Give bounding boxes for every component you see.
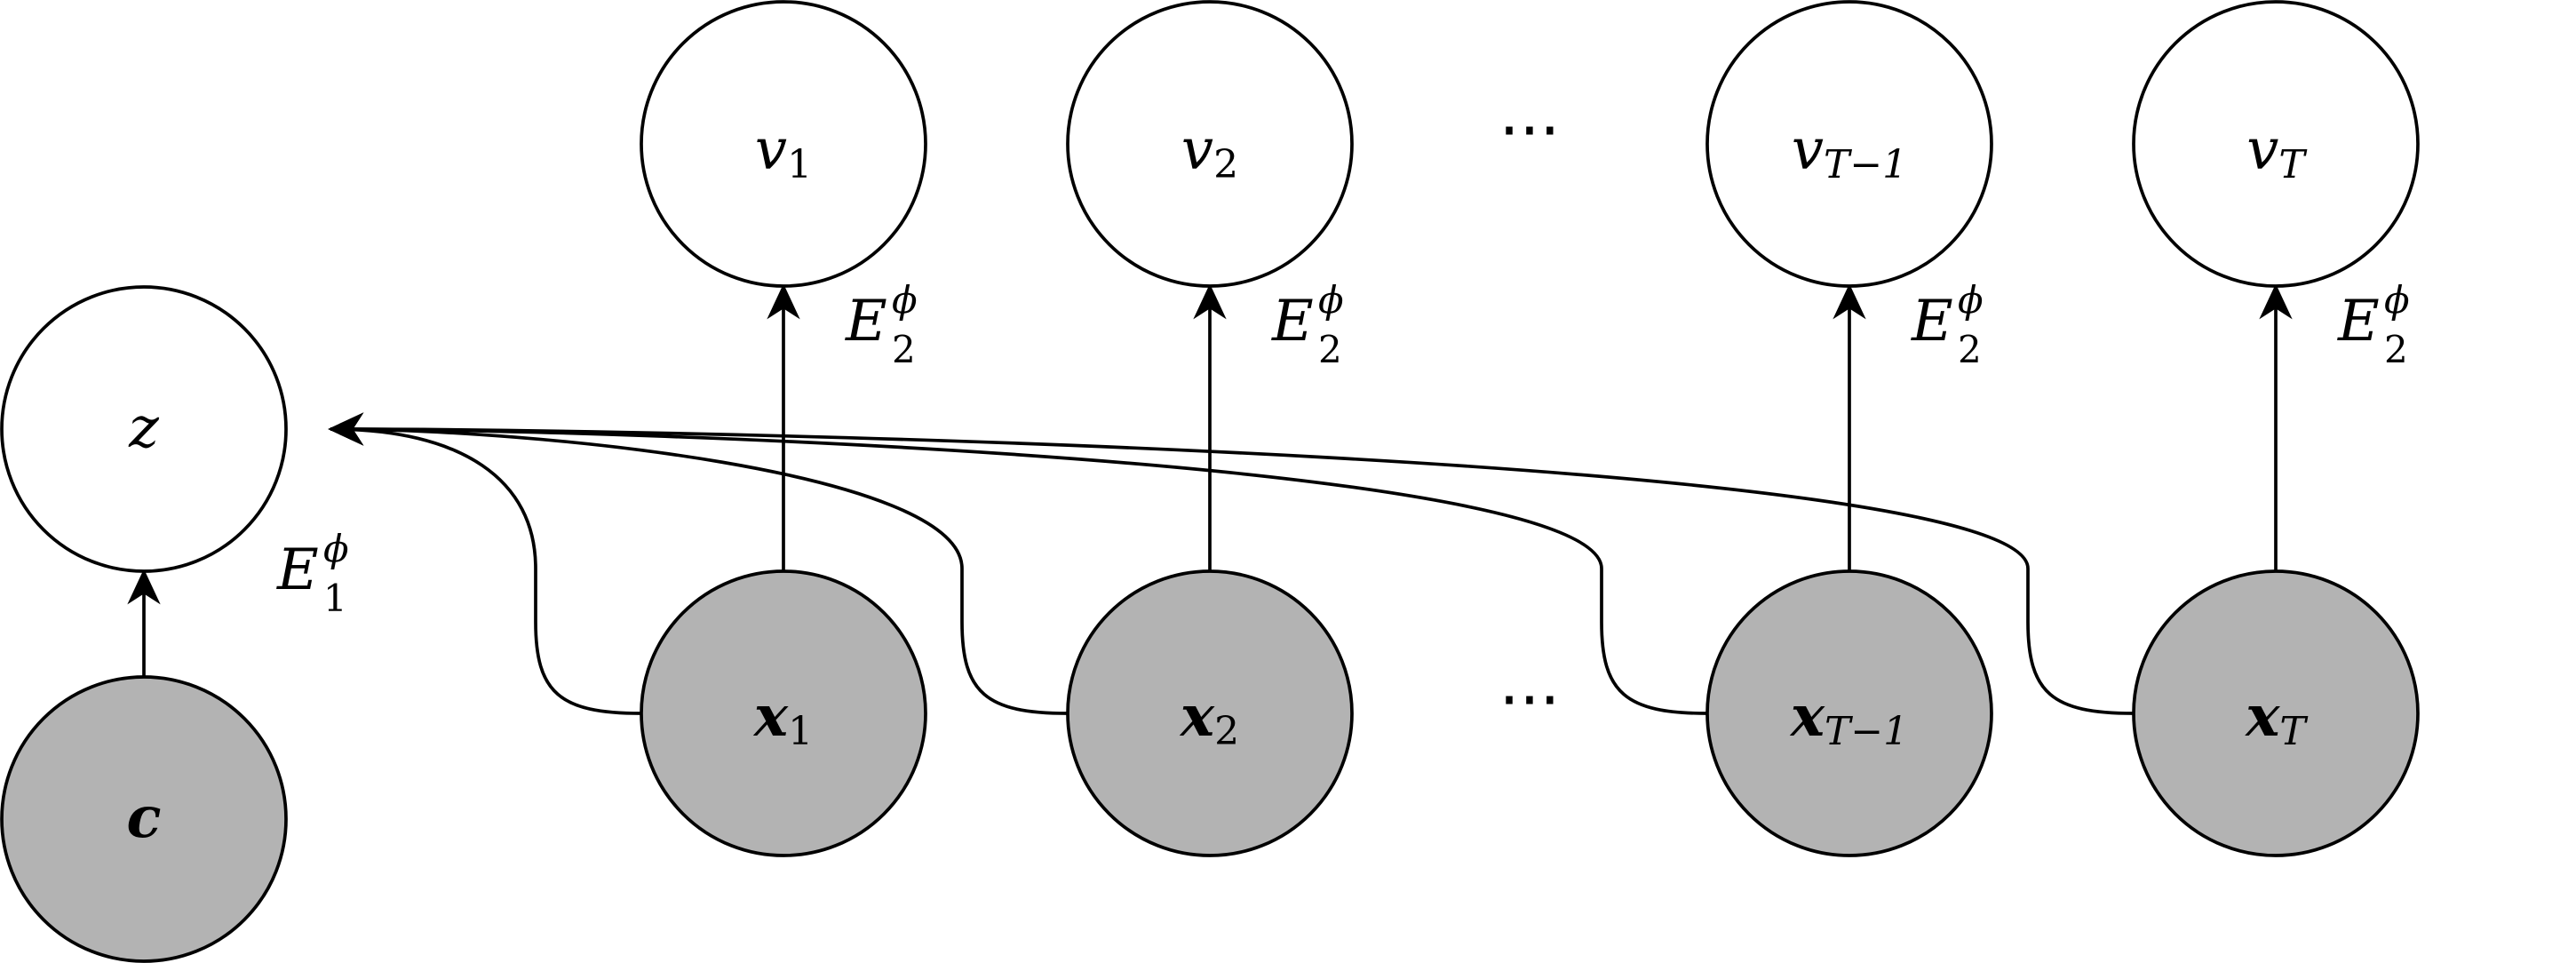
edge-label-e2-vT-sub: 2 bbox=[2384, 328, 2408, 371]
edges-x-to-v bbox=[767, 283, 2293, 571]
edge-label-e2-vT-minus-1-base: E bbox=[1911, 289, 1953, 354]
node-c-circle bbox=[0, 675, 288, 963]
node-x1: x1 bbox=[640, 569, 927, 857]
node-vT-minus-1-circle bbox=[1705, 0, 1993, 288]
edge-label-e2-v2-base: E bbox=[1271, 289, 1314, 354]
edge-label-e2-v2: E ϕ 2 bbox=[1271, 278, 1344, 371]
ellipsis-bottom: ··· bbox=[1499, 663, 1561, 737]
node-vT-minus-1: vT−1 bbox=[1705, 0, 1993, 288]
edge-label-e2-v2-sup: ϕ bbox=[1318, 278, 1344, 322]
edge-label-e2-v1-sup: ϕ bbox=[892, 278, 918, 322]
edge-label-e2-vT-base: E bbox=[2337, 289, 2380, 354]
edges-x-to-z bbox=[328, 412, 2135, 715]
node-x2: x2 bbox=[1066, 569, 1354, 857]
edge-label-e2-v1-base: E bbox=[845, 289, 887, 354]
edge-label-e2-v2-sub: 2 bbox=[1318, 328, 1342, 371]
node-xT-circle bbox=[2132, 569, 2420, 857]
node-vT-label: vT bbox=[2246, 117, 2308, 187]
node-xT-minus-1-label: xT−1 bbox=[1789, 683, 1908, 754]
node-vT-minus-1-label: vT−1 bbox=[1792, 117, 1907, 187]
node-v1-circle bbox=[640, 0, 927, 288]
edge-xT1-to-z bbox=[328, 412, 1708, 715]
edge-label-e2-vT-minus-1-sup: ϕ bbox=[1958, 278, 1984, 322]
edge-label-e2-vT: E ϕ 2 bbox=[2337, 278, 2410, 371]
edge-label-e2-v1-sub: 2 bbox=[892, 328, 916, 371]
node-v2-label: v2 bbox=[1181, 117, 1238, 187]
node-v2-circle bbox=[1066, 0, 1354, 288]
edge-label-e2-vT-sup: ϕ bbox=[2384, 278, 2410, 322]
edge-xT-to-z bbox=[328, 412, 2135, 715]
edge-label-e1-sub: 1 bbox=[323, 577, 347, 620]
node-xT: xT bbox=[2132, 569, 2420, 857]
node-v1-label: v1 bbox=[755, 117, 812, 187]
ellipsis-top: ··· bbox=[1499, 93, 1561, 168]
node-v2: v2 bbox=[1066, 0, 1354, 288]
node-v1: v1 bbox=[640, 0, 927, 288]
edge-label-e2-vT-minus-1-sub: 2 bbox=[1958, 328, 1982, 371]
node-xT-minus-1: xT−1 bbox=[1705, 569, 1993, 857]
edge-label-e2-vT-minus-1: E ϕ 2 bbox=[1911, 278, 1984, 371]
node-x1-label: x1 bbox=[752, 683, 813, 754]
edge-label-e1-base: E bbox=[276, 537, 319, 603]
node-z: z bbox=[0, 285, 288, 573]
node-vT-circle bbox=[2132, 0, 2420, 288]
node-x2-circle bbox=[1066, 569, 1354, 857]
edge-label-e2-v1: E ϕ 2 bbox=[845, 278, 918, 371]
edge-x2-to-z bbox=[328, 412, 1069, 715]
node-xT-minus-1-circle bbox=[1705, 569, 1993, 857]
edge-label-e1: E ϕ 1 bbox=[276, 527, 349, 620]
node-vT: vT bbox=[2132, 0, 2420, 288]
node-z-circle bbox=[0, 285, 288, 573]
node-c-label: c bbox=[127, 784, 162, 851]
node-c: c bbox=[0, 675, 288, 963]
node-xT-label: xT bbox=[2244, 683, 2309, 754]
node-z-label: z bbox=[128, 395, 160, 461]
edge-x1-to-z bbox=[328, 412, 642, 715]
node-x1-circle bbox=[640, 569, 927, 857]
node-x2-label: x2 bbox=[1179, 683, 1239, 754]
edge-label-e1-sup: ϕ bbox=[323, 527, 349, 570]
